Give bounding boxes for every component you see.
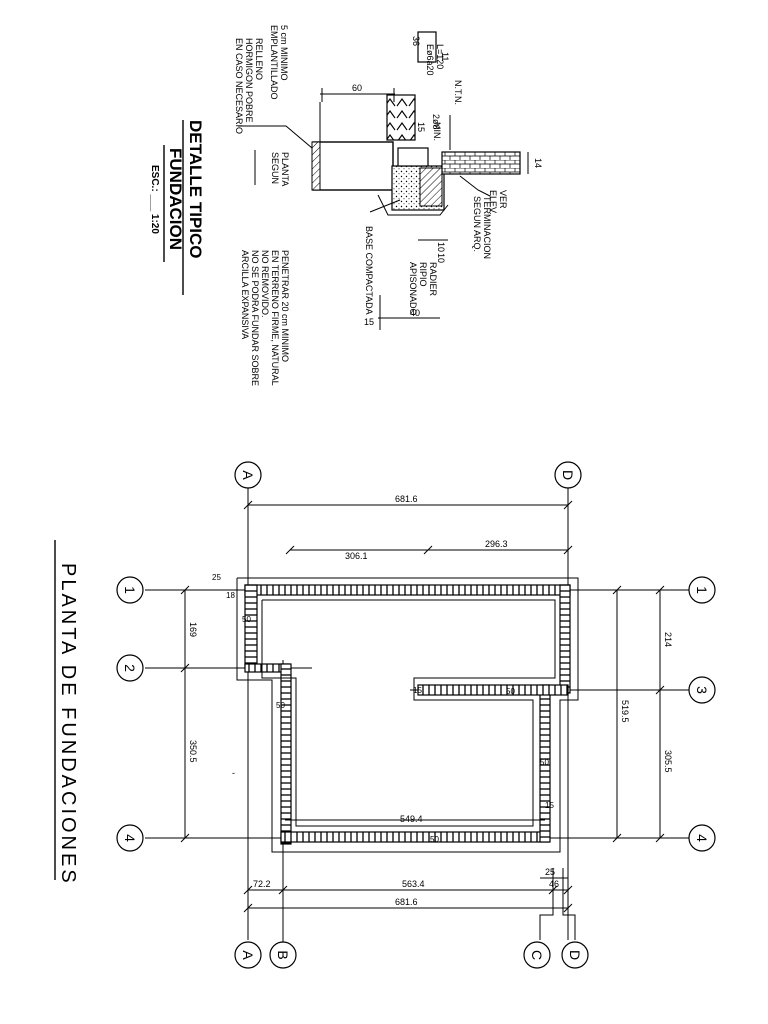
detail-title: DETALLE TIPICO	[186, 120, 205, 259]
dim-small-50e: 50	[430, 835, 439, 844]
dim-top-part-2: 296.3	[485, 539, 508, 549]
penetrar-5: ARCILLA EXPANSIVA	[240, 250, 250, 339]
dim-small-mark: -	[232, 768, 235, 778]
dim-right-lower: 305.5	[663, 750, 673, 773]
dim-bottom-part-b: 563.4	[402, 879, 425, 889]
dim-top-part-1: 306.1	[345, 551, 368, 561]
terminacion-1: TERMINACION	[482, 196, 492, 259]
dim-right-total: 519.5	[620, 700, 630, 723]
axis-D-top: D	[554, 461, 582, 489]
axis-4-right-label: 4	[694, 834, 710, 842]
ver-elev-2: ELEV.	[488, 190, 498, 215]
axis-1-right: 1	[688, 576, 716, 604]
rebar-box-2: 11	[440, 52, 450, 61]
axis-C-bottom-label: C	[529, 950, 545, 960]
axis-4-left: 4	[116, 824, 144, 852]
dim-small-15a: 15	[413, 686, 422, 695]
detail-scale: ESC.: ___ 1:20	[149, 165, 160, 234]
radier-10b: 10	[436, 253, 446, 263]
axis-3-right: 3	[688, 676, 716, 704]
axis-D-top-label: D	[560, 470, 576, 480]
axis-A-bottom: A	[234, 941, 262, 969]
footing-detail: DETALLE TIPICO FUNDACION ESC.: ___ 1:20 …	[149, 25, 543, 386]
axis-B-bottom-label: B	[275, 950, 291, 959]
axis-A-bottom-label: A	[240, 950, 256, 960]
dim-right-upper: 214	[663, 632, 673, 647]
axis-1-left-label: 1	[122, 586, 138, 594]
dim-60: 60	[352, 83, 362, 93]
penetrar-3: NO REMOVIDO.	[260, 250, 270, 318]
bars-label: 2ø8	[431, 114, 441, 130]
base-label: BASE COMPACTADA	[364, 226, 374, 315]
min-label: MIN.	[432, 122, 442, 141]
axis-2-left: 2	[116, 654, 144, 682]
min-15: 15	[416, 122, 426, 132]
dim-bottom-part-a: 72.2	[253, 879, 271, 889]
dim-small-25: 25	[212, 573, 221, 582]
axis-1-right-label: 1	[694, 586, 710, 594]
dim-top-total: 681.6	[395, 494, 418, 504]
dim-14: 14	[533, 158, 543, 168]
dimensions	[180, 500, 665, 913]
radier-10a: 10	[436, 242, 446, 252]
axis-A-top-label: A	[240, 470, 256, 480]
left-note-3: EN CASO NECESARIO	[234, 38, 244, 134]
axis-D-bottom: D	[561, 941, 589, 969]
penetrar-2: EN TERRENO FIRME, NATURAL	[270, 250, 280, 386]
foundation-plan: PLANTA DE FUNDACIONES A D	[54, 461, 716, 969]
dim-small-50c: 50	[506, 687, 515, 696]
rebar-box-1: 36	[411, 36, 421, 46]
ver-elev-1: VER	[498, 190, 508, 209]
left-note-1: RELLENO	[254, 38, 264, 80]
left-note-2: HORMIGON POBRE	[244, 38, 254, 123]
dim-15b: 15	[364, 317, 374, 327]
dim-small-50b: 50	[276, 701, 285, 710]
axis-1-left: 1	[116, 576, 144, 604]
fill-note-1: 5 cm MINIMO	[279, 25, 289, 81]
dim-bottom-right-b: 46	[549, 879, 559, 889]
rebar-label-1: Eø6à20	[425, 44, 435, 76]
terminacion-2: SEGUN ARQ.	[472, 196, 482, 252]
segun-planta-2: PLANTA	[280, 152, 290, 186]
axis-A-top: A	[234, 461, 262, 489]
dim-40: 40	[410, 308, 420, 318]
axis-3-right-label: 3	[694, 686, 710, 694]
dim-bottom-total: 681.6	[395, 897, 418, 907]
rebar-label-2: L=120	[435, 44, 445, 69]
plan-title: PLANTA DE FUNDACIONES	[57, 563, 79, 886]
ripio-label: RIPIO	[418, 262, 428, 287]
ntn-label: N.T.N.	[453, 80, 463, 105]
dim-small-50d: 50	[540, 758, 549, 767]
dim-small-50a: 50	[242, 615, 251, 624]
dim-inner-span: 549.4	[400, 814, 423, 824]
axis-4-right: 4	[688, 824, 716, 852]
dim-left-upper: 169	[188, 622, 198, 637]
axis-D-bottom-label: D	[567, 950, 583, 960]
penetrar-4: NO SE PODRA FUNDAR SOBRE	[250, 250, 260, 386]
radier-label: RADIER	[428, 262, 438, 297]
segun-planta-1: SEGUN	[270, 152, 280, 184]
axis-B-bottom: B	[269, 941, 297, 969]
axis-4-left-label: 4	[122, 834, 138, 842]
fill-note-2: EMPLANTILLADO	[269, 25, 279, 100]
detail-subtitle: FUNDACION	[166, 148, 185, 250]
dim-small-15b: 15	[545, 801, 554, 810]
dim-bottom-right-a: 25	[545, 867, 555, 877]
axis-C-bottom: C	[523, 941, 551, 969]
dim-small-18: 18	[226, 591, 235, 600]
dim-left-lower: 350.5	[188, 740, 198, 763]
penetrar-1: PENETRAR 20 cm MINIMO	[280, 250, 290, 362]
axis-2-left-label: 2	[122, 664, 138, 672]
apisonado-label: APISONADO	[408, 262, 418, 316]
